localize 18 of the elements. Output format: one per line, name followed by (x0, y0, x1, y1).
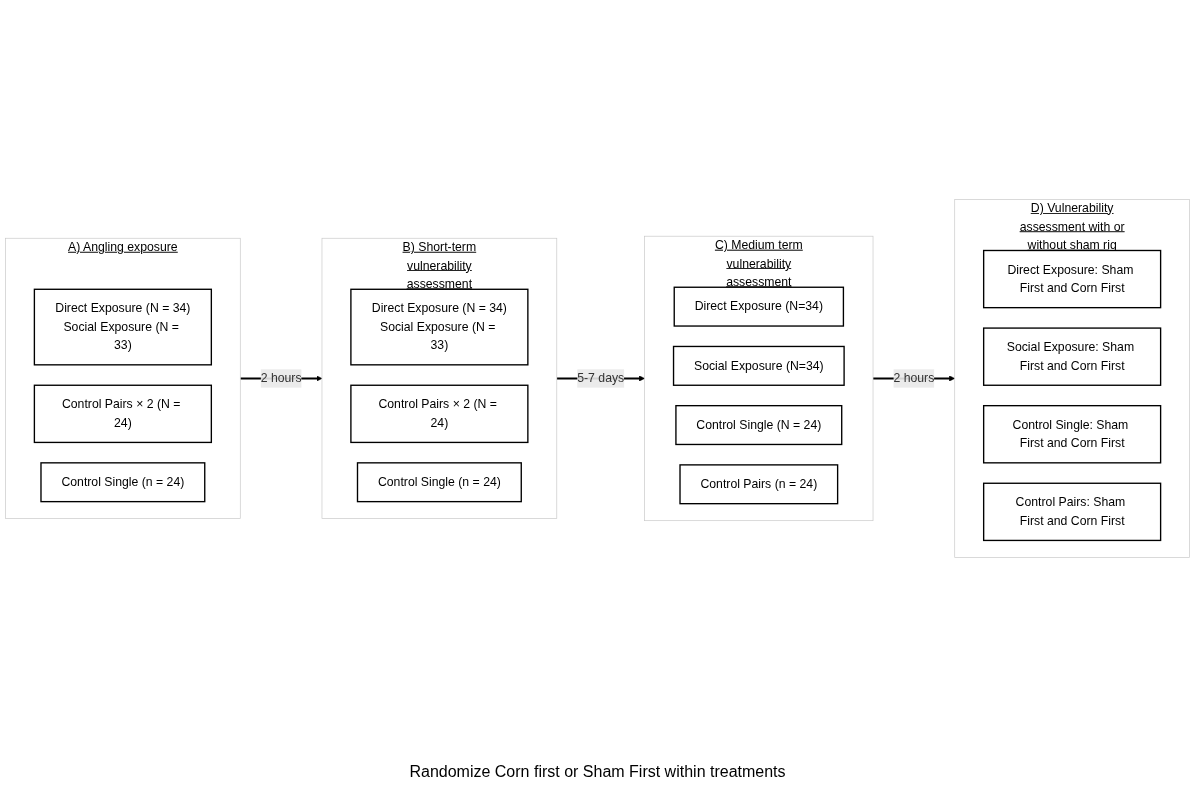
node-box: Control Single (n = 24) (356, 462, 522, 503)
node-box: Control Pairs: Sham First and Corn First (983, 482, 1162, 542)
node-box: Control Single (n = 24) (40, 462, 206, 503)
node-box: Direct Exposure (N = 34) Social Exposure (N = 33) (33, 288, 212, 366)
node-box: Control Single (N = 24) (675, 405, 843, 446)
node-box: Direct Exposure (N=34) (673, 286, 845, 327)
node-box: Direct Exposure (N = 34) Social Exposure (N = 33) (350, 288, 529, 366)
edge-label: 2 hours (260, 371, 302, 385)
node-box: Direct Exposure: Sham First and Corn First (983, 249, 1162, 309)
node-box: Social Exposure (N=34) (672, 345, 845, 386)
node-box: Control Pairs × 2 (N = 24) (33, 384, 212, 444)
node-box: Social Exposure: Sham First and Corn First (983, 327, 1162, 386)
node-box: Control Pairs (n = 24) (679, 464, 839, 505)
edge-label: 5-7 days (577, 371, 625, 385)
edge-label: 2 hours (893, 371, 935, 385)
note-text: Randomize Corn first or Sham First within treatments (409, 763, 786, 781)
node-box: Control Single: Sham First and Corn First (983, 405, 1162, 464)
node-box: Control Pairs × 2 (N = 24) (350, 384, 529, 444)
